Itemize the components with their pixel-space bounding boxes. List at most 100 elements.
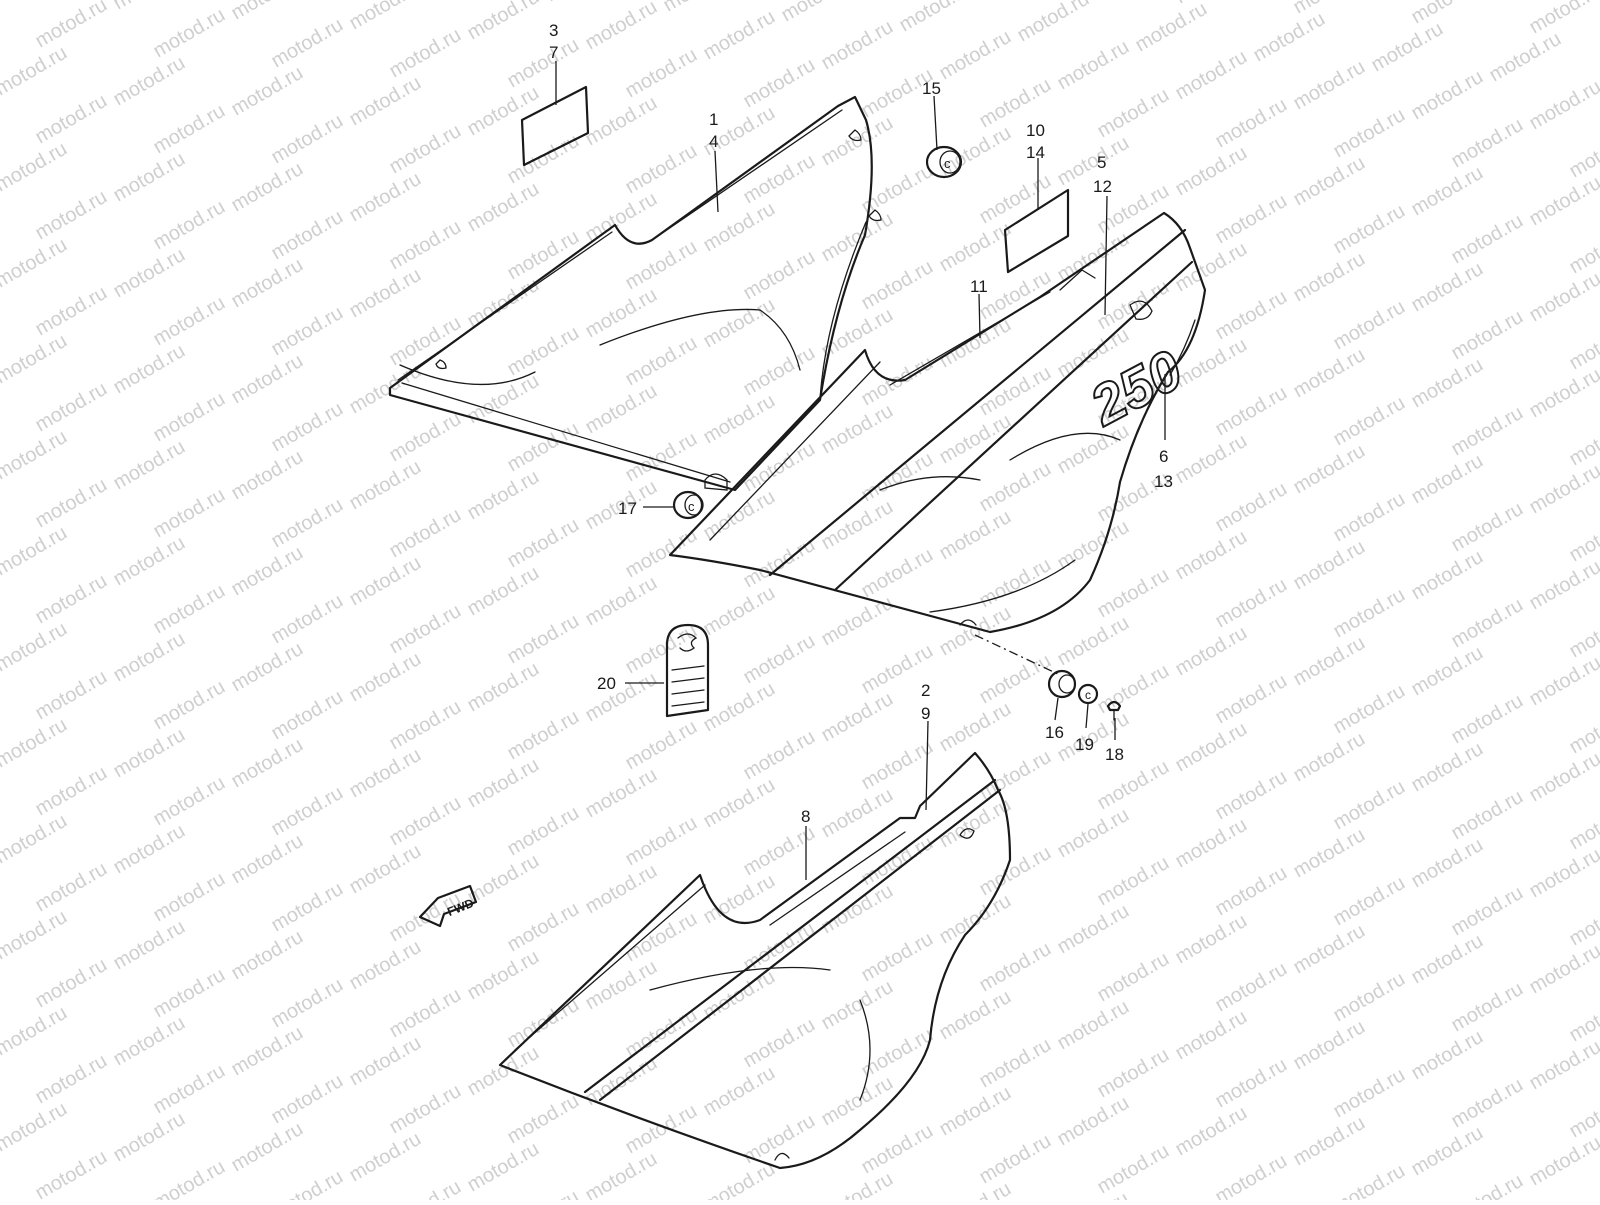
watermark-text: motod.ru	[700, 582, 779, 641]
watermark-text: motod.ru	[1526, 172, 1600, 231]
watermark-text: motod.ru	[1526, 940, 1600, 999]
watermark-text: motod.ru	[1330, 1160, 1409, 1200]
watermark-text: motod.ru	[1448, 306, 1527, 365]
watermark-text: motod.ru	[818, 976, 897, 1035]
watermark-text: motod.ru	[32, 282, 111, 341]
watermark-text: motod.ru	[582, 284, 661, 343]
watermark-text: motod.ru	[1290, 536, 1369, 595]
watermark-text: motod.ru	[0, 426, 71, 485]
watermark-text: motod.ru	[936, 218, 1015, 277]
watermark-text: motod.ru	[1448, 690, 1527, 749]
watermark-text: motod.ru	[1054, 612, 1133, 671]
watermark-text: motod.ru	[32, 954, 111, 1013]
watermark-text: motod.ru	[110, 1108, 189, 1167]
watermark-text: motod.ru	[386, 984, 465, 1043]
watermark-text: motod.ru	[110, 628, 189, 687]
watermark-text: motod.ru	[622, 140, 701, 199]
watermark-text: motod.ru	[1290, 0, 1369, 18]
watermark-text: motod.ru	[1014, 0, 1093, 46]
watermark-text: motod.ru	[0, 42, 71, 101]
watermark-text: motod.ru	[622, 812, 701, 871]
watermark-text: motod.ru	[622, 716, 701, 775]
watermark-text: motod.ru	[740, 246, 819, 305]
callout-10: 10	[1026, 121, 1045, 140]
watermark-text: motod.ru	[268, 782, 347, 841]
watermark-text: motod.ru	[622, 236, 701, 295]
watermark-text: motod.ru	[110, 148, 189, 207]
callout-8: 8	[801, 807, 810, 826]
watermark-text: motod.ru	[150, 484, 229, 543]
watermark-text: motod.ru	[110, 52, 189, 111]
watermark-text: motod.ru	[582, 572, 661, 631]
watermark-text: motod.ru	[1212, 670, 1291, 729]
watermark-text: motod.ru	[1448, 402, 1527, 461]
watermark-text: motod.ru	[228, 926, 307, 985]
watermark-text: motod.ru	[700, 678, 779, 737]
watermark-text: motod.ru	[582, 1148, 661, 1200]
watermark-text: motod.ru	[110, 1012, 189, 1071]
watermark-text: motod.ru	[1448, 1074, 1527, 1133]
watermark-text: motod.ru	[778, 0, 857, 26]
watermark-text: motod.ru	[268, 878, 347, 937]
watermark-text: motod.ru	[268, 974, 347, 1033]
watermark-text: motod.ru	[1330, 200, 1409, 259]
watermark-text: motod.ru	[386, 120, 465, 179]
watermark-text: motod.ru	[1094, 84, 1173, 143]
watermark-text: motod.ru	[1172, 814, 1251, 873]
watermark-text: motod.ru	[110, 916, 189, 975]
watermark-text: motod.ru	[0, 330, 71, 389]
watermark-text: motod.ru	[622, 332, 701, 391]
watermark-text: motod.ru	[582, 956, 661, 1015]
watermark-text: motod.ru	[1408, 258, 1487, 317]
watermark-text: motod.ru	[268, 1166, 347, 1200]
watermark-text: motod.ru	[976, 554, 1055, 613]
watermark-text: motod.ru	[936, 602, 1015, 661]
watermark-text: motod.ru	[228, 1022, 307, 1081]
watermark-text: motod.ru	[1172, 526, 1251, 585]
callout-9: 9	[921, 704, 930, 723]
callout-17: 17	[618, 499, 637, 518]
watermark-text: motod.ru	[386, 600, 465, 659]
washer-19: c	[1079, 685, 1097, 703]
watermark-text: motod.ru	[858, 448, 937, 507]
watermark-text: motod.ru	[1290, 440, 1369, 499]
callout-15: 15	[922, 79, 941, 98]
watermark-text: motod.ru	[858, 544, 937, 603]
watermark-text: motod.ru	[268, 14, 347, 73]
watermark-text: motod.ru	[32, 666, 111, 725]
watermark-text: motod.ru	[1094, 852, 1173, 911]
watermark-text: motod.ru	[150, 292, 229, 351]
watermark-text: motod.ru	[0, 618, 71, 677]
watermark-text: motod.ru	[1054, 1188, 1133, 1200]
watermark-text: motod.ru	[1290, 1112, 1369, 1171]
watermark-text: motod.ru	[1132, 0, 1211, 56]
watermark-text: motod.ru	[268, 590, 347, 649]
watermark-text: motod.ru	[1448, 594, 1527, 653]
watermark-text: motod.ru	[268, 398, 347, 457]
watermark-text: motod.ru	[386, 24, 465, 83]
watermark-text: motod.ru	[464, 1042, 543, 1101]
watermark-text: motod.ru	[32, 378, 111, 437]
watermark-text: motod.ru	[1408, 738, 1487, 797]
watermark-text: motod.ru	[1408, 642, 1487, 701]
watermark-text: motod.ru	[1448, 114, 1527, 173]
watermark-text: motod.ru	[1526, 364, 1600, 423]
watermark-text: motod.ru	[976, 746, 1055, 805]
svg-text:c: c	[1085, 688, 1091, 702]
watermark-text: motod.ru	[464, 562, 543, 621]
watermark-text: motod.ru	[504, 130, 583, 189]
watermark-text: motod.ru	[0, 810, 71, 869]
watermark-text: motod.ru	[1290, 56, 1369, 115]
watermark-text: motod.ru	[1172, 622, 1251, 681]
watermark-text: motod.ru	[1172, 142, 1251, 201]
watermark-text: motod.ru	[1526, 652, 1600, 711]
watermark-text: motod.ru	[228, 446, 307, 505]
watermark-text: motod.ru	[700, 390, 779, 449]
watermark-text: motod.ru	[936, 1082, 1015, 1141]
watermark-text: motod.ru	[110, 532, 189, 591]
watermark-text: motod.ru	[268, 494, 347, 553]
watermark-text: motod.ru	[346, 1032, 425, 1091]
watermark-text: motod.ru	[32, 858, 111, 917]
watermark-text: motod.ru	[1290, 824, 1369, 883]
